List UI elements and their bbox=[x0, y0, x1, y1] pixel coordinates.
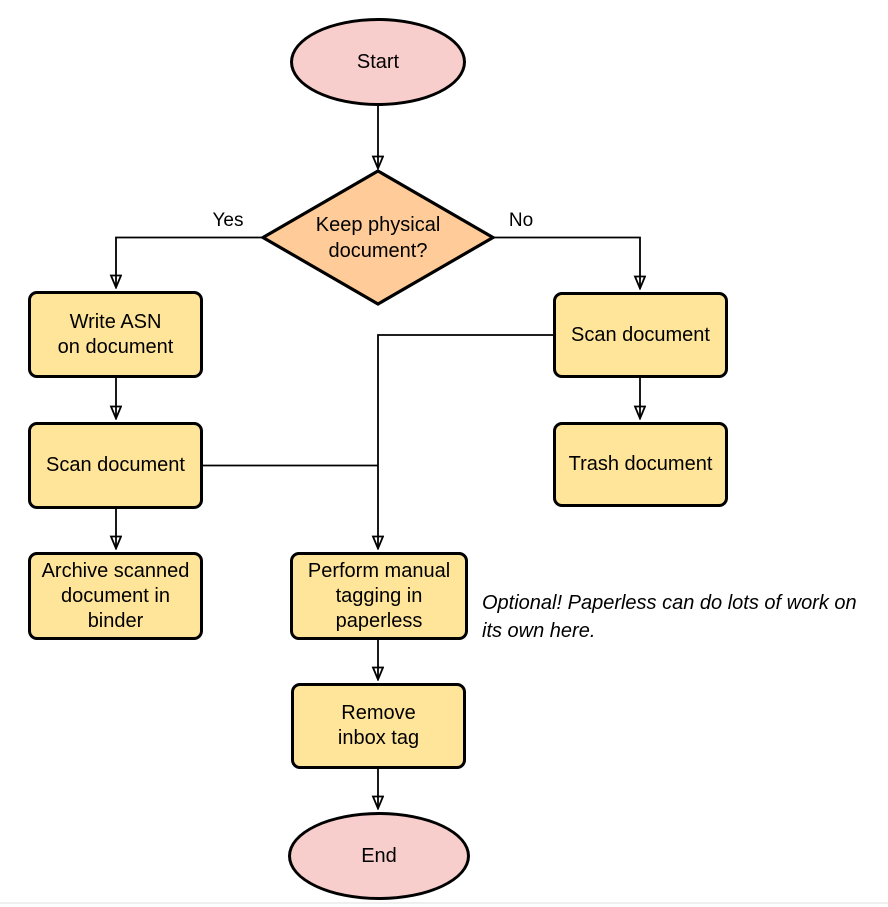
edge-label-no: No bbox=[508, 210, 534, 231]
scan-document-left-node: Scan document bbox=[28, 422, 203, 509]
trash-document-node: Trash document bbox=[553, 422, 728, 507]
end-label: End bbox=[361, 844, 397, 867]
archive-node: Archive scanned document in binder bbox=[28, 552, 203, 640]
start-node: Start bbox=[290, 18, 466, 106]
remove-inbox-tag-node: Remove inbox tag bbox=[291, 683, 466, 769]
edge-decision-no bbox=[490, 236, 640, 289]
optional-note: Optional! Paperless can do lots of work … bbox=[482, 592, 857, 642]
end-node: End bbox=[288, 812, 470, 900]
decision-node-label: Keep physical document? bbox=[315, 214, 441, 262]
scan-document-right-node: Scan document bbox=[553, 292, 728, 378]
manual-tagging-node: Perform manual tagging in paperless bbox=[290, 552, 468, 640]
write-asn-node: Write ASN on document bbox=[28, 291, 203, 378]
edge-label-yes: Yes bbox=[212, 210, 244, 231]
edge-decision-yes bbox=[116, 236, 266, 288]
decision-diamond-shape bbox=[259, 169, 497, 306]
edge-scanright-to-tagging bbox=[378, 334, 553, 548]
page-bottom-border bbox=[0, 902, 888, 904]
start-label: Start bbox=[356, 50, 400, 73]
